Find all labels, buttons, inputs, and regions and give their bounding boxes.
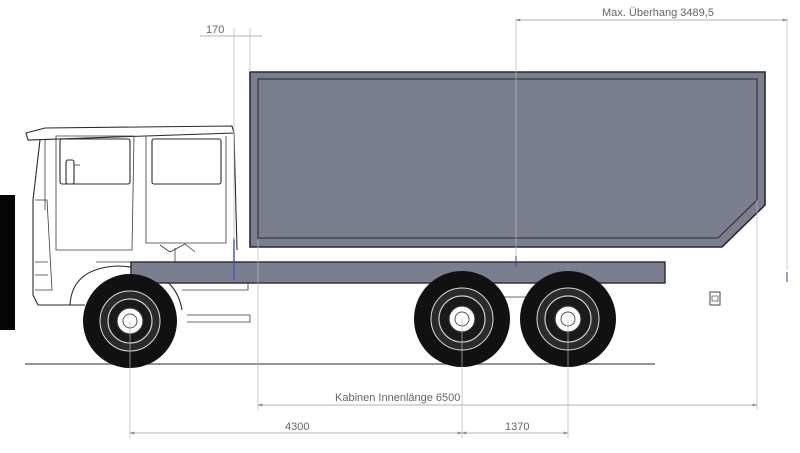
front-bumper xyxy=(0,195,15,330)
dimension-max-overhang: Max. Überhang 3489,5 xyxy=(515,7,788,270)
wheelbase-front-label: 4300 xyxy=(285,421,309,433)
cargo-box-shell xyxy=(249,71,766,248)
dimension-wheelbase: 4300 1370 xyxy=(129,319,569,438)
wheelbase-rear-label: 1370 xyxy=(505,421,529,433)
truck-cab xyxy=(25,125,251,323)
cargo-box-inner-edge xyxy=(257,78,758,239)
max-overhang-label: Max. Überhang 3489,5 xyxy=(602,7,714,19)
rear-light-icon xyxy=(709,291,721,306)
chassis-frame xyxy=(130,261,666,284)
cargo-box xyxy=(249,71,766,248)
offset-170-label: 170 xyxy=(206,24,224,36)
dimension-170: 170 xyxy=(200,24,262,240)
cabin-inner-length-label: Kabinen Innenlänge 6500 xyxy=(335,392,460,404)
dimension-cabin-inner-length: Kabinen Innenlänge 6500 xyxy=(257,200,758,410)
